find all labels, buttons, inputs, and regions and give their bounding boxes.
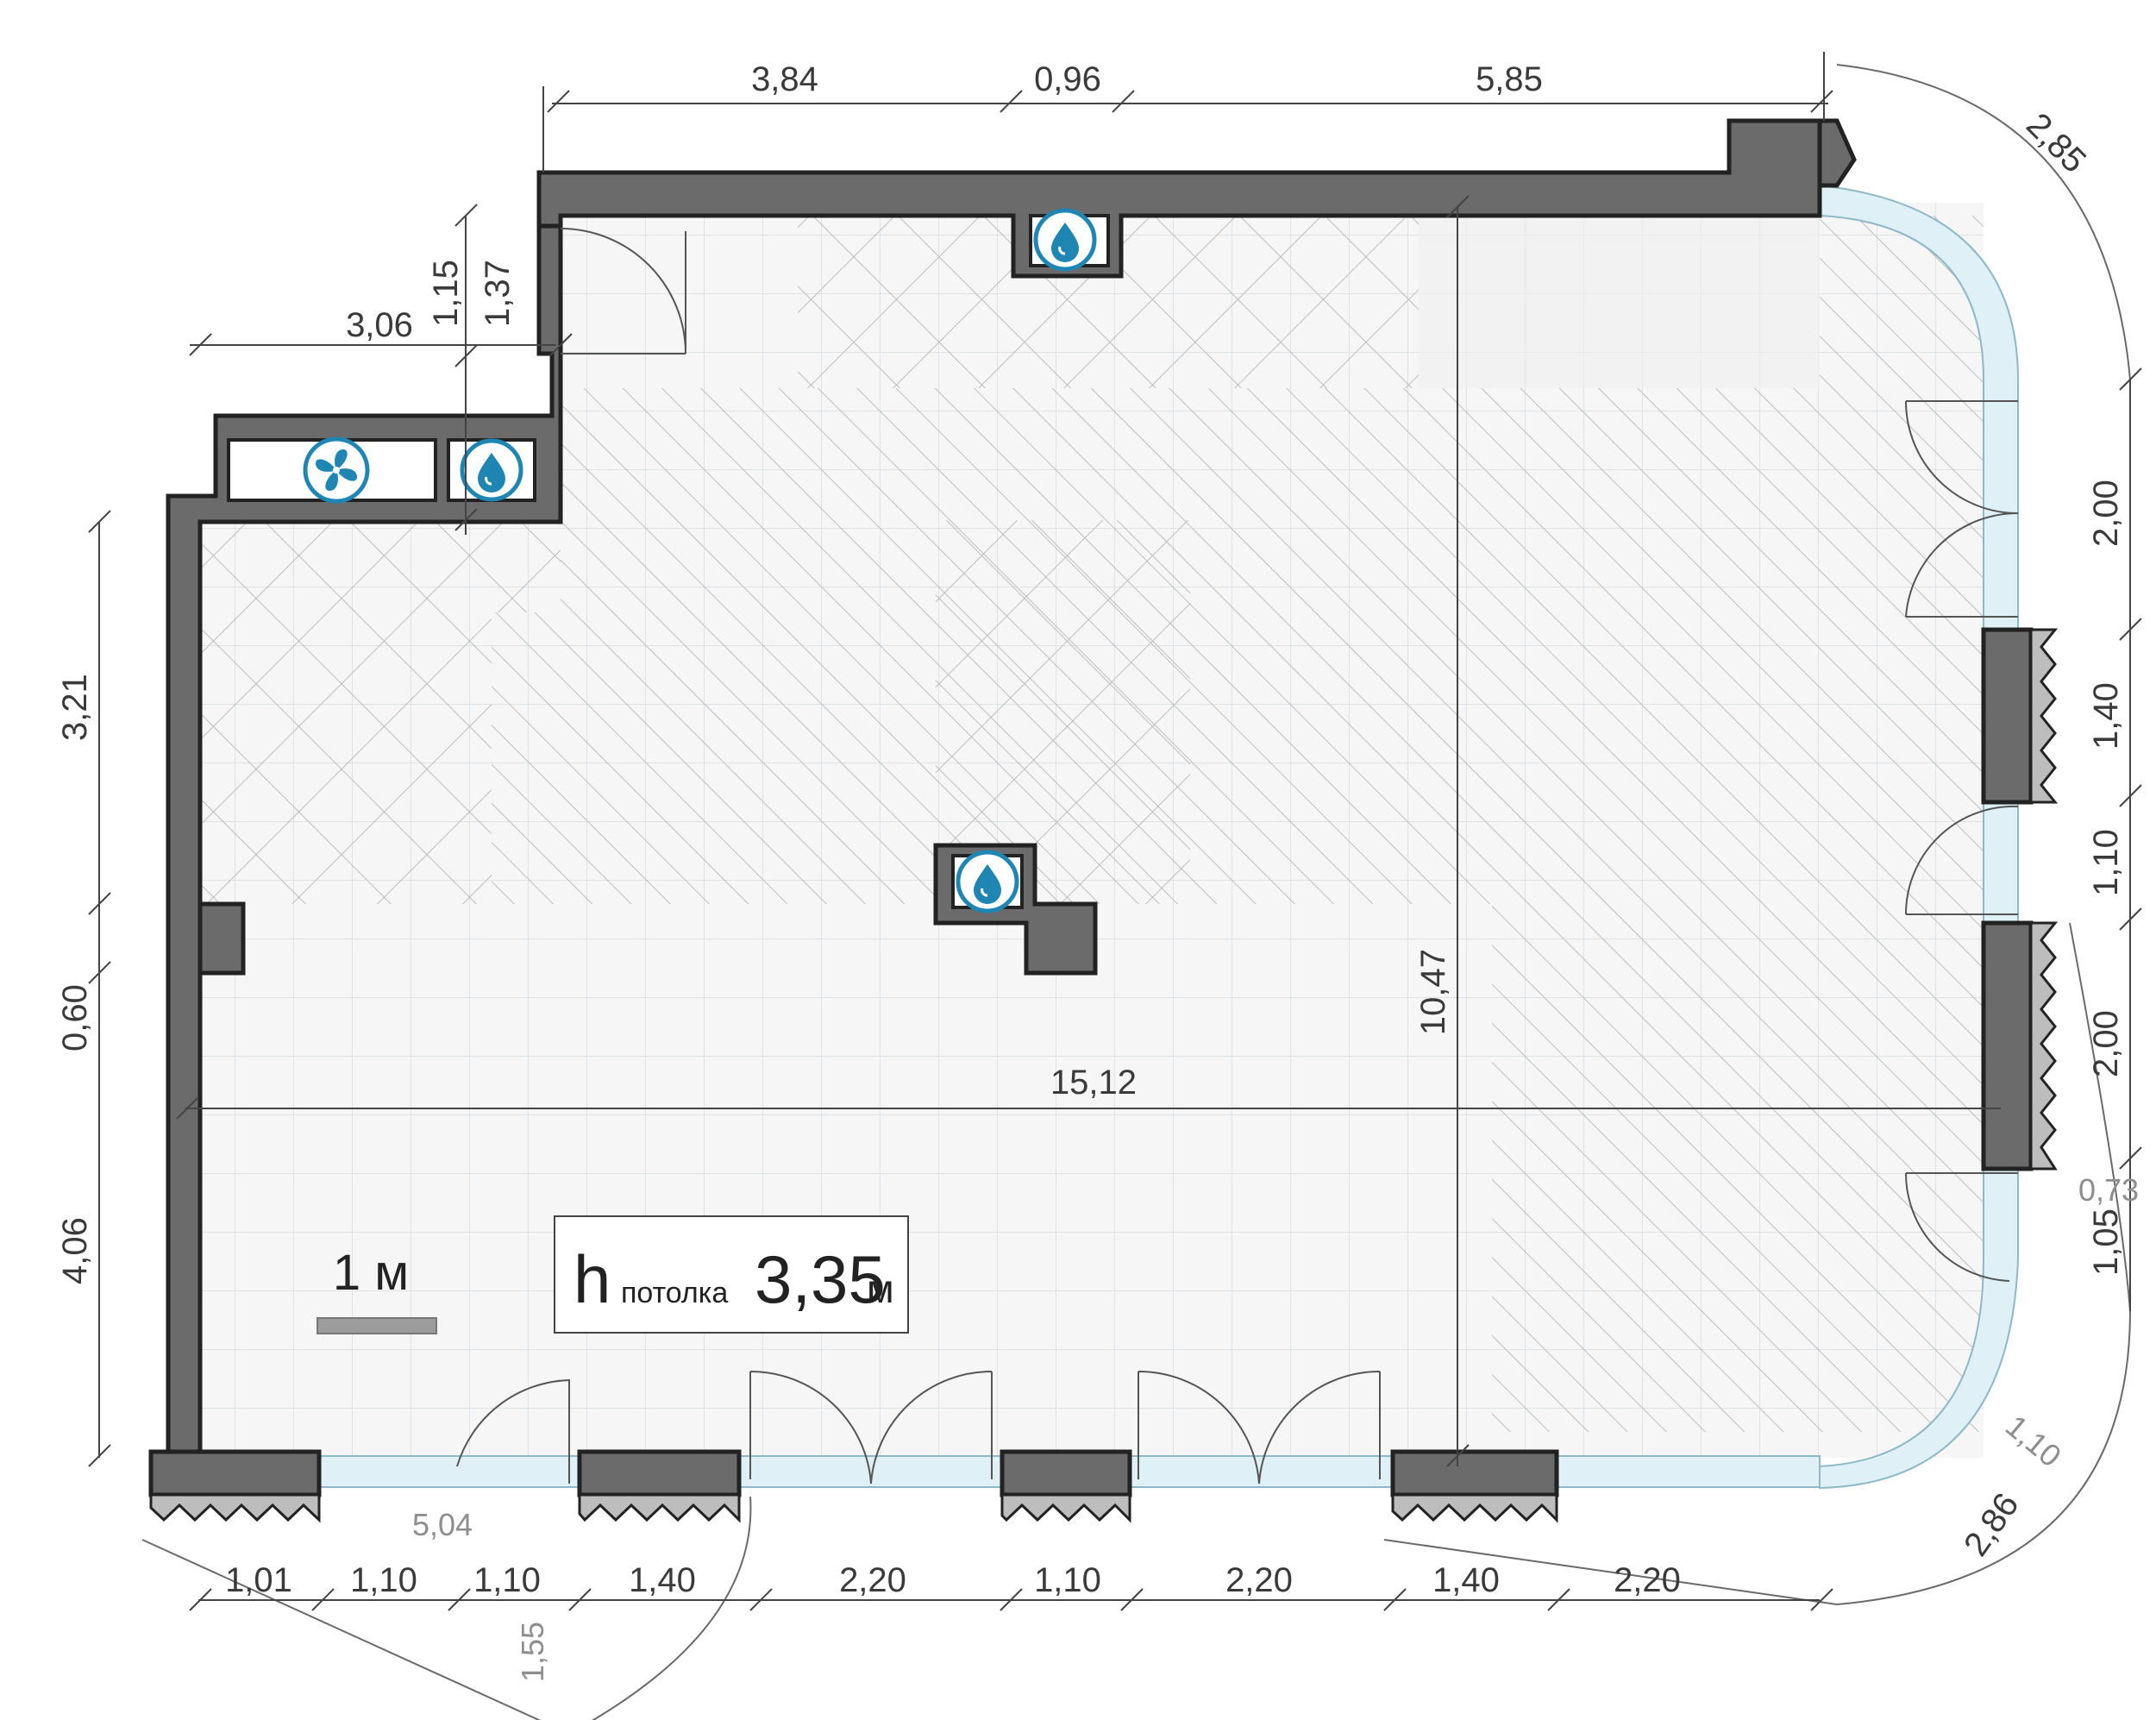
dim-diag-1-10: 1,10 — [1999, 1408, 2068, 1473]
pier-bottom-4 — [1390, 1449, 1559, 1497]
water-drop-icon — [956, 850, 1019, 913]
dim-right-2-00-a: 2,00 — [2087, 480, 2125, 547]
dim-v-1-15: 1,15 — [427, 260, 465, 327]
scale-bar: 1 м — [317, 1245, 437, 1334]
dim-bottom-5-04: 5,04 — [412, 1507, 473, 1542]
dim-bottom-1: 1,01 — [225, 1561, 292, 1599]
dim-bottom-2: 1,10 — [350, 1561, 417, 1599]
fan-icon — [303, 436, 370, 504]
ceiling-unit: м — [867, 1266, 894, 1311]
dim-bottom-6: 1,10 — [1034, 1561, 1101, 1599]
dim-left-3-21: 3,21 — [56, 674, 94, 741]
dim-bottom-8: 1,40 — [1432, 1561, 1500, 1599]
pier-right-2 — [1981, 920, 2034, 1171]
water-drop-icon — [1033, 208, 1097, 272]
dim-bottom-9: 2,20 — [1614, 1561, 1681, 1599]
dim-center-15-12: 15,12 — [1050, 1064, 1137, 1102]
water-drop-icon — [460, 438, 523, 502]
dim-diag-top-right: 2,85 — [2019, 106, 2093, 180]
dim-bottom-3: 1,10 — [473, 1561, 541, 1599]
pier-right-1 — [1981, 627, 2034, 805]
pier-bottom-3 — [1000, 1449, 1132, 1497]
scale-label: 1 м — [333, 1245, 409, 1301]
dim-bottom-4: 1,40 — [629, 1561, 696, 1599]
pier-left — [197, 901, 246, 976]
doors — [456, 228, 2019, 1485]
dim-right-1-05: 1,05 — [2087, 1208, 2125, 1276]
dimension-lines — [88, 52, 2142, 1611]
dim-center-10-47: 10,47 — [1414, 949, 1452, 1035]
pier-bottom-2 — [577, 1449, 742, 1497]
dim-left-4-06: 4,06 — [56, 1217, 94, 1284]
dim-bottom-1-55: 1,55 — [515, 1622, 550, 1682]
crosshatch-zone-left — [200, 522, 492, 904]
dim-bottom-5: 2,20 — [839, 1561, 906, 1599]
dim-right-0-73: 0,73 — [2078, 1172, 2139, 1208]
wall-top-right-corner — [1817, 118, 1857, 188]
floor-area — [200, 203, 1984, 1458]
pier-bottom-1 — [148, 1449, 322, 1497]
dim-top-2: 0,96 — [1034, 60, 1101, 98]
dim-right-1-40: 1,40 — [2087, 682, 2125, 750]
sawtooth-facade — [149, 628, 2059, 1523]
ceiling-word: потолка — [621, 1277, 728, 1309]
dim-v-1-37: 1,37 — [479, 260, 517, 327]
dim-top-3: 5,85 — [1476, 60, 1543, 98]
dim-bottom-7: 2,20 — [1225, 1561, 1293, 1599]
ceiling-height-box: h потолка 3,35 м — [554, 1215, 909, 1334]
ceiling-h-symbol: h — [573, 1241, 611, 1317]
dim-left-0-60: 0,60 — [56, 984, 94, 1051]
dim-right-1-10: 1,10 — [2087, 829, 2125, 896]
dim-left-3-06: 3,06 — [346, 306, 413, 344]
ceiling-value: 3,35 — [755, 1241, 886, 1317]
crosshatch-zone-center — [936, 520, 1190, 904]
dim-right-2-00-b: 2,00 — [2087, 1010, 2125, 1077]
balcony-outlines — [141, 64, 2132, 1720]
dim-top-1: 3,84 — [751, 60, 818, 98]
